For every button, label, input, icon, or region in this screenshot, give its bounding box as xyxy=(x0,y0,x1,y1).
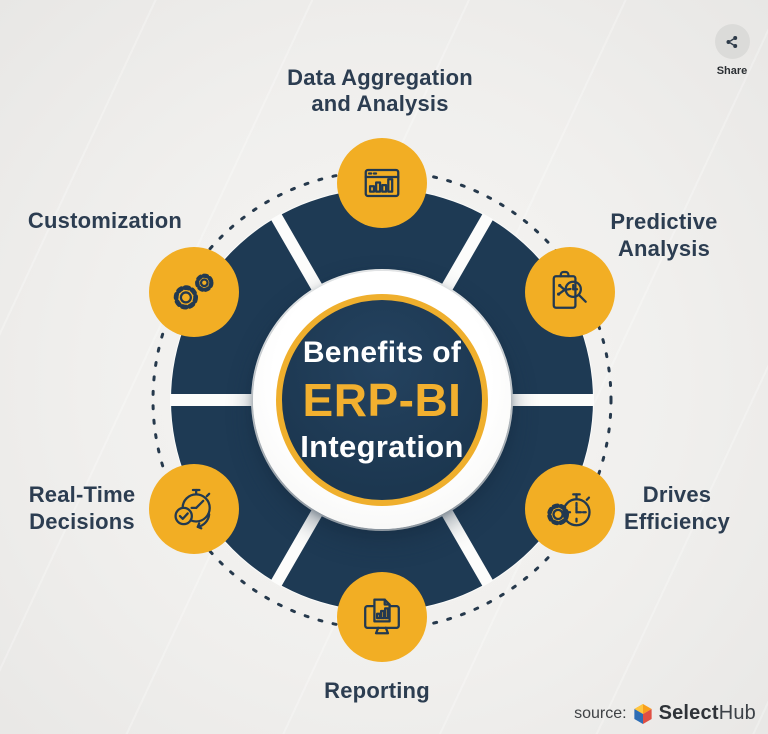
customization-icon xyxy=(173,273,214,310)
label-data-aggregation: Data Aggregation and Analysis xyxy=(287,65,473,116)
center-title-line1: Benefits of xyxy=(302,336,462,369)
badge-drives-efficiency xyxy=(525,464,615,554)
source-brand: SelectHub xyxy=(659,702,756,725)
badge-predictive-analysis xyxy=(525,247,615,337)
brand-select: Select xyxy=(658,702,719,724)
brand-hub: Hub xyxy=(718,702,756,724)
label-drives-efficiency: Drives Efficiency xyxy=(624,482,730,534)
source-attribution[interactable]: source: SelectHub xyxy=(574,702,756,725)
badge-data-aggregation xyxy=(337,138,427,228)
center-title-circle: Benefits of ERP-BI Integration xyxy=(276,294,488,506)
data-aggregation-icon xyxy=(364,168,400,198)
share-button-circle[interactable] xyxy=(714,24,750,59)
label-real-time-decisions: Real-Time Decisions xyxy=(28,482,136,534)
source-prefix: source: xyxy=(574,704,627,722)
real-time-decisions-icon xyxy=(174,488,211,530)
predictive-analysis-icon xyxy=(552,270,587,309)
label-predictive-analysis: Predictive Analysis xyxy=(610,209,718,261)
share-icon xyxy=(726,35,738,48)
center-title-line2: ERP-BI xyxy=(302,374,462,426)
dotted-outline-circle xyxy=(151,169,613,631)
badge-customization xyxy=(149,247,239,337)
share-button[interactable]: Share xyxy=(712,24,752,77)
reporting-icon xyxy=(364,598,400,635)
wheel-ring xyxy=(171,189,593,611)
center-title-line3: Integration xyxy=(300,429,464,464)
segment-dividers xyxy=(170,213,594,587)
badge-real-time-decisions xyxy=(149,464,239,554)
badge-reporting xyxy=(337,572,427,662)
drives-efficiency-icon xyxy=(547,493,591,527)
label-customization: Customization xyxy=(27,208,183,233)
label-reporting: Reporting xyxy=(324,678,430,703)
selecthub-cube-logo xyxy=(633,703,652,724)
share-label: Share xyxy=(716,65,748,77)
